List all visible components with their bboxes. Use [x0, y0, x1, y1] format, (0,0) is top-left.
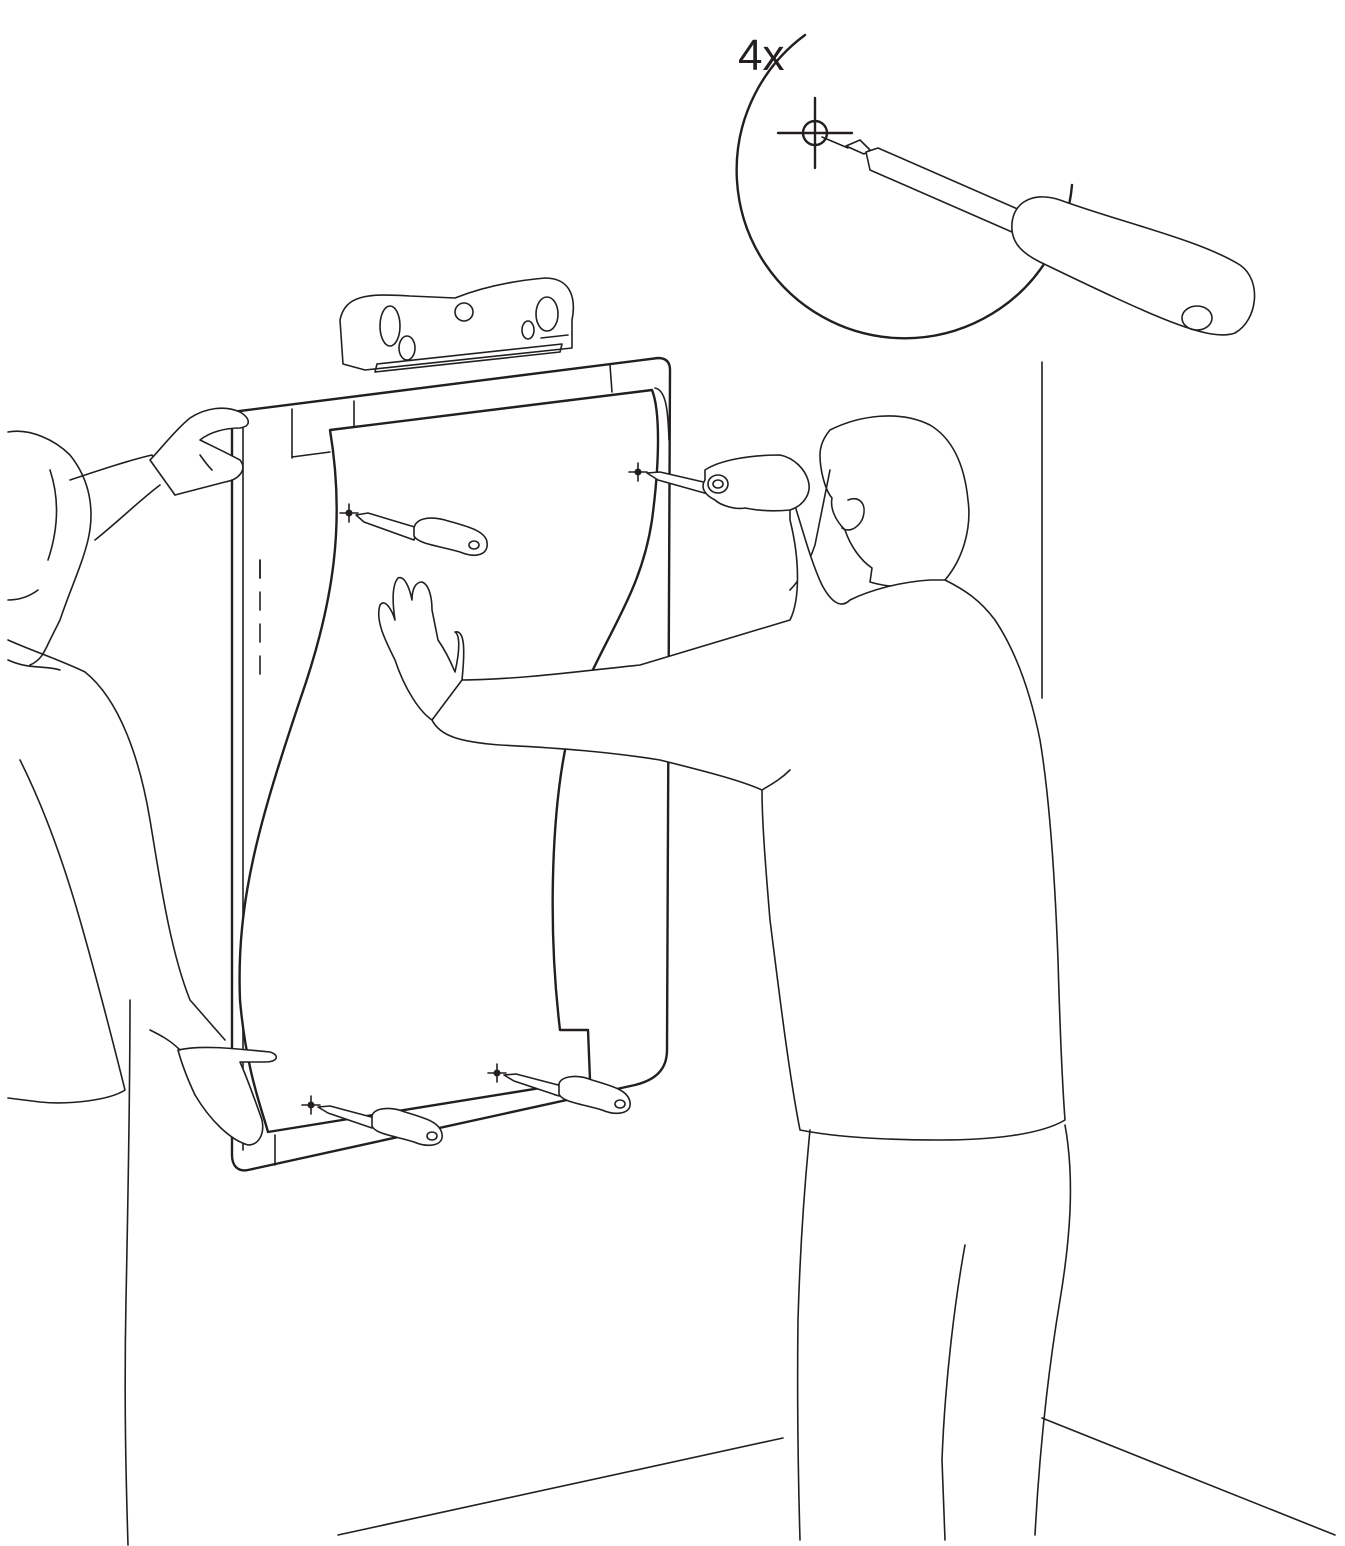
detail-callout — [737, 35, 1255, 338]
quantity-label: 4x — [738, 34, 784, 78]
crosshair-icon — [778, 98, 852, 168]
spirit-level-icon — [340, 278, 573, 372]
screwdriver-icon — [822, 137, 1255, 335]
